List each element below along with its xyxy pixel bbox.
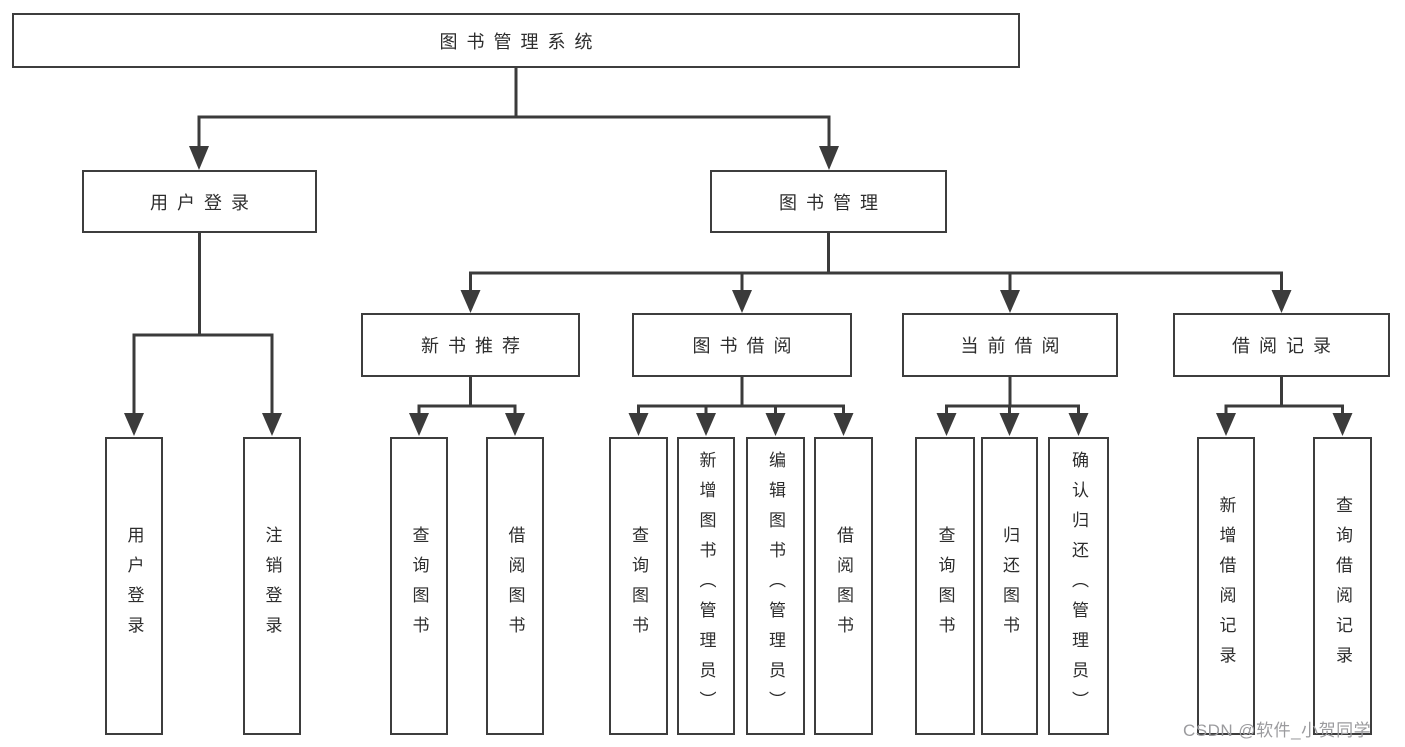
leaf-add-borrow-record: 新增借阅记录 [1197,437,1255,735]
leaf-label: 归还图书 [1000,526,1019,646]
leaf-query-borrow-record: 查询借阅记录 [1313,437,1372,735]
connector-borrow-record-to-leaves [1224,375,1344,415]
node-label: 用户登录 [150,192,258,213]
leaf-label: 新增借阅记录 [1216,496,1236,676]
node-root-system: 图书管理系统 [12,13,1020,68]
connector-book-mgmt-to-groups [469,231,1283,292]
arrowhead [696,413,716,436]
node-new-book-recommend: 新书推荐 [361,313,580,377]
leaf-label: 新增图书（管理员） [696,451,716,721]
leaf-query-book-recommend: 查询图书 [390,437,448,735]
leaf-label: 查询借阅记录 [1333,496,1352,676]
arrowhead [460,290,481,313]
connector-user-login-to-leaves [132,231,274,415]
node-label: 图书管理 [779,192,887,213]
arrowhead [1271,290,1292,313]
leaf-label: 查询图书 [935,526,955,646]
arrowhead [628,413,649,436]
arrowhead [732,290,752,313]
leaf-label: 借阅图书 [505,526,525,646]
leaf-label: 借阅图书 [834,526,853,646]
leaf-user-login: 用户登录 [105,437,163,735]
arrowhead [1332,413,1353,436]
leaf-label: 查询图书 [629,526,648,646]
leaf-logout: 注销登录 [243,437,301,735]
leaf-return-book: 归还图书 [981,437,1038,735]
arrowhead [124,413,144,436]
connector-current-borrow-to-leaves [945,375,1080,415]
arrowhead [189,146,209,170]
node-borrow-record: 借阅记录 [1173,313,1390,377]
arrowhead [409,413,429,436]
leaf-add-book-admin: 新增图书（管理员） [677,437,735,735]
arrowhead [936,413,957,436]
arrowhead [262,413,282,436]
node-label: 图书借阅 [692,336,801,356]
leaf-label: 确认归还（管理员） [1069,451,1088,721]
leaf-borrow-book-recommend: 借阅图书 [486,437,544,735]
arrowhead [819,146,839,170]
leaf-label: 编辑图书（管理员） [766,451,785,721]
connector-book-borrow-to-leaves [637,375,845,415]
arrowhead [1000,290,1020,313]
arrowhead [833,413,854,436]
node-user-login: 用户登录 [82,170,317,233]
leaf-query-book-current: 查询图书 [915,437,975,735]
arrowhead [765,413,786,436]
node-label: 图书管理系统 [439,31,602,52]
node-current-borrow: 当前借阅 [902,313,1118,377]
leaf-label: 注销登录 [262,526,282,646]
connector-new-book-to-leaves [417,375,517,415]
arrowhead [505,413,525,436]
node-book-management: 图书管理 [710,170,947,233]
node-book-borrow: 图书借阅 [632,313,852,377]
csdn-watermark: CSDN @软件_小贺同学 [1183,721,1372,740]
arrowhead [999,413,1020,436]
leaf-label: 查询图书 [409,526,429,646]
leaf-label: 用户登录 [124,526,144,646]
arrowhead [1068,413,1089,436]
node-label: 当前借阅 [960,336,1069,356]
leaf-borrow-book: 借阅图书 [814,437,873,735]
connector-root-to-branches [197,66,831,147]
leaf-confirm-return-admin: 确认归还（管理员） [1048,437,1109,735]
arrowhead [1216,413,1236,436]
node-label: 借阅记录 [1232,336,1340,356]
leaf-query-book-borrow: 查询图书 [609,437,668,735]
node-label: 新书推荐 [421,336,529,356]
leaf-edit-book-admin: 编辑图书（管理员） [746,437,805,735]
